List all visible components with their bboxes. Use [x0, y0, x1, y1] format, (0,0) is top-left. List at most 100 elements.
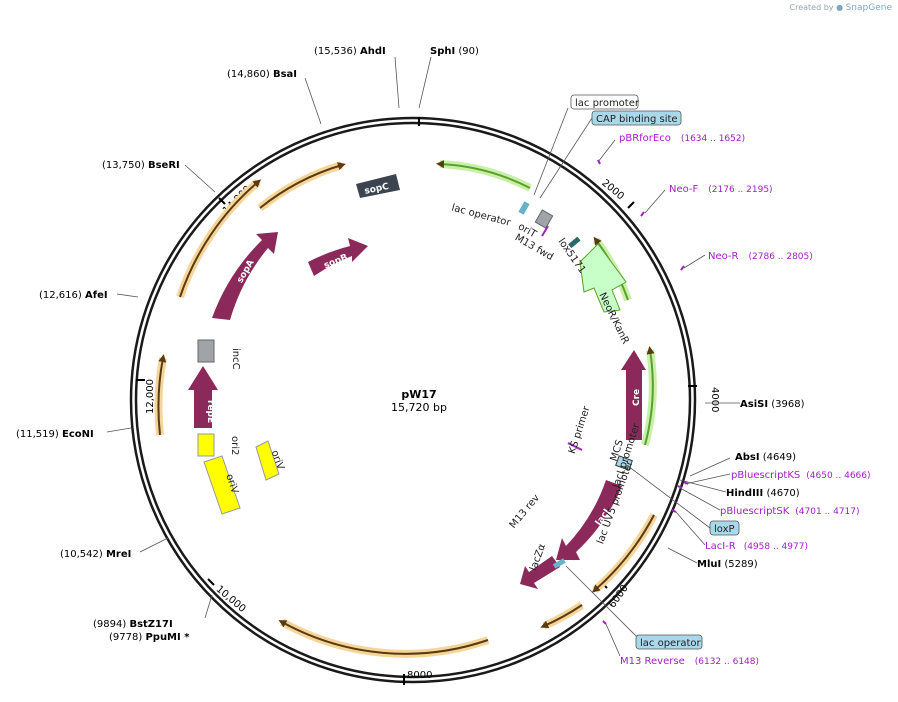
lac-operator-marker: [518, 201, 530, 215]
primer-m13-reverse[interactable]: M13 Reverse (6132 .. 6148): [620, 656, 759, 667]
pbluescriptks-range: (4650 .. 4666): [806, 471, 870, 481]
asisi-name: AsiSI: [740, 399, 768, 410]
plasmid-length: 15,720 bp: [391, 401, 447, 414]
boxed-lac-operator[interactable]: lac operator: [635, 634, 703, 650]
lac-uv5-marker: [552, 558, 566, 569]
svg-text:(14,860) BsaI: (14,860) BsaI: [227, 69, 297, 80]
ppumi-name: PpuMI *: [145, 632, 190, 643]
svg-text:AbsI (4649): AbsI (4649): [735, 452, 796, 463]
site-bstz17i[interactable]: (9894) BstZ17I: [93, 619, 173, 630]
mlui-name: MluI: [697, 559, 721, 570]
primer-pbluescriptks[interactable]: pBluescriptKS(4650 .. 4666): [731, 470, 871, 481]
bsai-name: BsaI: [273, 69, 297, 80]
snapgene-logo-icon: ●: [836, 3, 844, 12]
econi-name: EcoNI: [62, 429, 94, 440]
boxed-loxp[interactable]: loxP: [709, 520, 740, 536]
svg-text:pBluescriptKS(4650 .. 4666): pBluescriptKS(4650 .. 4666): [731, 470, 871, 481]
m13reverse-name: M13 Reverse: [620, 656, 685, 667]
ks-primer-label: KS primer: [567, 404, 593, 455]
tick-4000: 4000: [709, 387, 720, 412]
mrei-pos: (10,542): [60, 549, 103, 560]
lacir-name: LacI-R: [705, 541, 736, 552]
bseri-pos: (13,750): [102, 160, 145, 171]
tick-12000: 12,000: [145, 379, 156, 414]
primer-pbrforeco[interactable]: pBRforEco (1634 .. 1652): [619, 133, 745, 144]
repe-label: repE: [205, 400, 215, 423]
lox5171-box: [568, 236, 581, 249]
site-bseri[interactable]: (13,750) BseRI: [102, 160, 180, 171]
hindiii-name: HindIII: [726, 488, 763, 499]
primer-neo-r[interactable]: Neo-R (2786 .. 2805): [708, 251, 813, 262]
lac-operator-inner-label: lac operator: [450, 203, 512, 230]
lac-promoter-label: lac promoter: [575, 98, 640, 109]
sphi-pos: (90): [458, 46, 479, 57]
feature-labels: lac operator oriT M13 fwd lox5171 KS pri…: [450, 203, 642, 573]
primer-neo-f[interactable]: Neo-F(2176 .. 2195): [669, 184, 773, 195]
svg-text:(15,536) AhdI: (15,536) AhdI: [314, 46, 386, 57]
pbrforeco-name: pBRforEco: [619, 133, 671, 144]
credit-brand: SnapGene: [845, 3, 892, 13]
snapgene-credit: Created by ● SnapGene: [790, 3, 893, 13]
site-asisi[interactable]: AsiSI (3968): [740, 399, 805, 410]
lacz-arrow: [520, 556, 560, 589]
m13-rev-label: M13 rev: [508, 493, 543, 531]
m13reverse-range: (6132 .. 6148): [695, 657, 759, 667]
site-ppumi[interactable]: (9778) PpuMI *: [109, 632, 190, 643]
svg-text:(13,750) BseRI: (13,750) BseRI: [102, 160, 180, 171]
mrei-name: MreI: [106, 549, 131, 560]
incc-box: [197, 339, 215, 363]
orit-box: [534, 209, 554, 229]
bsai-pos: (14,860): [227, 69, 270, 80]
loxp-label: loxP: [714, 524, 735, 535]
plasmid-name: pW17: [401, 388, 436, 401]
ori2-label: ori2: [229, 436, 240, 455]
svg-text:pBRforEco(1634 .. 1652): pBRforEco (1634 .. 1652): [619, 133, 745, 144]
pbluescriptsk-name: pBluescriptSK: [720, 506, 790, 517]
m13-fwd-marker: [541, 225, 549, 237]
site-bsai[interactable]: (14,860) BsaI: [227, 69, 297, 80]
neof-range: (2176 .. 2195): [708, 185, 772, 195]
site-sphi[interactable]: SphI (90): [430, 46, 479, 57]
cre-arrow: [621, 350, 646, 440]
site-mrei[interactable]: (10,542) MreI: [60, 549, 131, 560]
site-mlui[interactable]: MluI (5289): [697, 559, 758, 570]
pbluescriptsk-range: (4701 .. 4717): [795, 507, 859, 517]
cap-site-label: CAP binding site: [596, 114, 678, 125]
svg-text:(10,542) MreI: (10,542) MreI: [60, 549, 131, 560]
econi-pos: (11,519): [16, 429, 59, 440]
site-absi[interactable]: AbsI (4649): [735, 452, 796, 463]
site-afei[interactable]: (12,616) AfeI: [39, 290, 108, 301]
bseri-name: BseRI: [148, 160, 180, 171]
laci-arrow: [556, 480, 622, 560]
sopb-arrow: [308, 238, 368, 276]
ahdi-name: AhdI: [360, 46, 386, 57]
oriv-b-box: [255, 440, 280, 481]
neor-arrow: [579, 243, 627, 313]
site-ahdi[interactable]: (15,536) AhdI: [314, 46, 386, 57]
ppumi-pos: (9778): [109, 632, 142, 643]
site-econi[interactable]: (11,519) EcoNI: [16, 429, 94, 440]
orange-feature-arrows: [154, 161, 658, 658]
boxed-lac-promoter[interactable]: lac promoter: [570, 94, 640, 110]
svg-text:(12,616) AfeI: (12,616) AfeI: [39, 290, 108, 301]
primer-pbluescriptsk[interactable]: pBluescriptSK (4701 .. 4717): [720, 506, 860, 517]
afei-pos: (12,616): [39, 290, 82, 301]
boxed-cap-site[interactable]: CAP binding site: [591, 110, 682, 126]
lac-operator-box-label: lac operator: [640, 638, 701, 649]
ahdi-pos: (15,536): [314, 46, 357, 57]
neor-range: (2786 .. 2805): [749, 252, 813, 262]
asisi-pos: (3968): [771, 399, 804, 410]
svg-text:LacI-R(4958 .. 4977): LacI-R (4958 .. 4977): [705, 541, 808, 552]
sphi-name: SphI: [430, 46, 455, 57]
svg-text:M13 Reverse(6132 .. 6148): M13 Reverse (6132 .. 6148): [620, 656, 759, 667]
neor-name: Neo-R: [708, 251, 739, 262]
pbrforeco-range: (1634 .. 1652): [681, 134, 745, 144]
site-hindiii[interactable]: HindIII (4670): [726, 488, 800, 499]
lacir-range: (4958 .. 4977): [744, 542, 808, 552]
incc-label: incC: [230, 348, 241, 370]
tick-6000: 6000: [607, 583, 631, 610]
svg-text:(11,519) EcoNI: (11,519) EcoNI: [16, 429, 94, 440]
mlui-pos: (5289): [724, 559, 757, 570]
primer-laci-r[interactable]: LacI-R (4958 .. 4977): [705, 541, 808, 552]
